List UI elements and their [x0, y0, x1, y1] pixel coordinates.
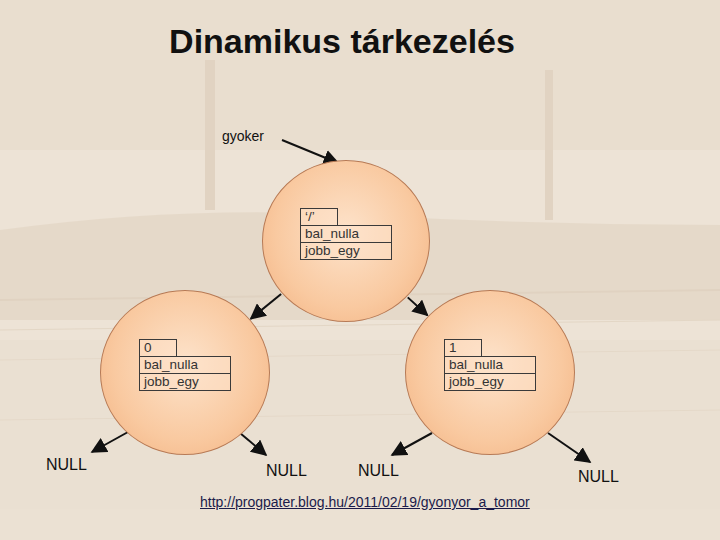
null-pointer: [92, 432, 128, 452]
tree-link: [408, 297, 428, 315]
pointer-label: NULL: [46, 456, 87, 474]
pointer-label: NULL: [578, 468, 619, 486]
null-pointer: [240, 433, 266, 455]
pointer-arrows: [92, 140, 590, 462]
root-pointer: [282, 140, 338, 163]
tree-node: ‘/’bal_nullajobb_egy: [262, 160, 430, 322]
slide-title: Dinamikus tárkezelés: [0, 22, 684, 61]
pointer-label: NULL: [358, 462, 399, 480]
pointer-field: bal_nulla: [139, 356, 231, 374]
node-value: 0: [139, 339, 177, 357]
node-value: ‘/’: [300, 208, 338, 226]
node-fields: ‘/’bal_nullajobb_egy: [300, 209, 392, 260]
pointer-field: bal_nulla: [300, 225, 392, 243]
pointer-label: NULL: [266, 462, 307, 480]
null-pointer: [548, 433, 590, 462]
pointer-field: bal_nulla: [444, 356, 536, 374]
source-link: http://progpater.blog.hu/2011/02/19/gyon…: [200, 494, 530, 510]
tree-node: 1bal_nullajobb_egy: [405, 290, 575, 455]
pointer-label: gyoker: [222, 128, 264, 144]
null-pointer: [392, 433, 432, 455]
node-fields: 1bal_nullajobb_egy: [444, 340, 536, 391]
pointer-field: jobb_egy: [300, 242, 392, 260]
tree-link: [251, 294, 281, 319]
node-fields: 0bal_nullajobb_egy: [139, 340, 231, 391]
pointer-field: jobb_egy: [444, 373, 536, 391]
node-value: 1: [444, 339, 482, 357]
pointer-field: jobb_egy: [139, 373, 231, 391]
tree-node: 0bal_nullajobb_egy: [100, 290, 270, 455]
